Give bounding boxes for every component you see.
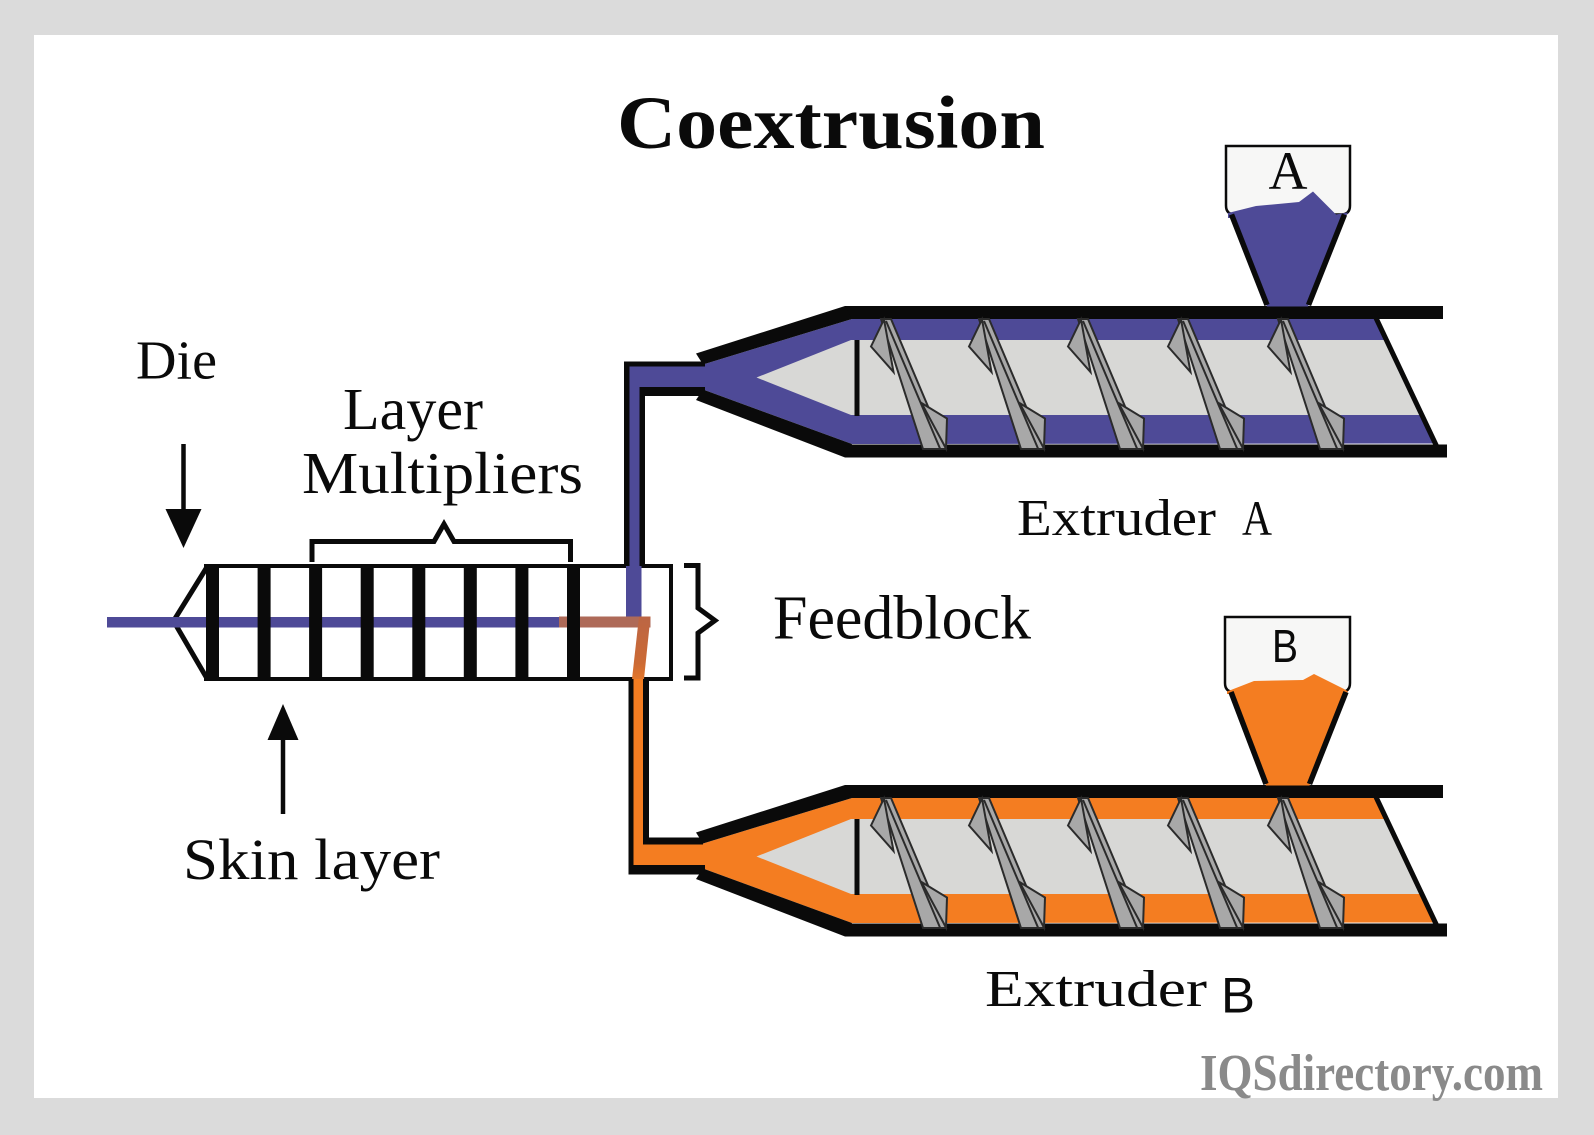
svg-text:A: A — [1269, 141, 1308, 201]
svg-text:B: B — [1221, 968, 1255, 1024]
svg-text:Die: Die — [136, 330, 217, 391]
svg-text:Coextrusion: Coextrusion — [617, 82, 1045, 165]
svg-text:Skin layer: Skin layer — [183, 827, 440, 892]
svg-text:Multipliers: Multipliers — [302, 440, 583, 506]
svg-text:Extruder: Extruder — [985, 961, 1207, 1018]
svg-text:B: B — [1272, 620, 1298, 672]
svg-text:A: A — [1242, 490, 1272, 546]
svg-text:Extruder: Extruder — [1017, 490, 1216, 547]
svg-text:Layer: Layer — [343, 376, 483, 442]
svg-text:Feedblock: Feedblock — [773, 585, 1031, 653]
svg-text:IQSdirectory.com: IQSdirectory.com — [1200, 1045, 1543, 1102]
